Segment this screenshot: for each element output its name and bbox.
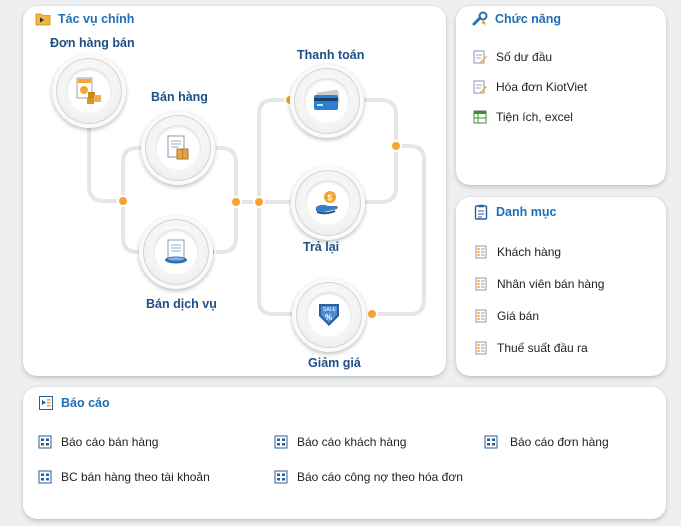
credit-card-icon	[314, 89, 340, 110]
reports-panel	[23, 387, 666, 519]
list-document-icon	[474, 341, 488, 355]
svg-text:%: %	[325, 313, 332, 322]
returns-node[interactable]: $	[291, 166, 365, 240]
connector-dot	[368, 310, 376, 318]
utilities-excel-item[interactable]: Tiện ích, excel	[473, 110, 573, 124]
sales-node[interactable]	[141, 111, 215, 185]
catalog-header: Danh mục	[473, 204, 556, 220]
discount-node[interactable]: SALE %	[292, 278, 366, 352]
service-sale-node[interactable]	[139, 215, 213, 289]
reports-title: Báo cáo	[61, 396, 110, 410]
catalog-title: Danh mục	[496, 205, 557, 219]
connector-dot	[119, 197, 127, 205]
list-document-icon	[474, 309, 488, 323]
kiotviet-invoice-label: Hóa đơn KiotViet	[496, 80, 588, 94]
customer-report-label: Báo cáo khách hàng	[297, 435, 407, 449]
functions-panel	[456, 6, 666, 185]
opening-balance-item[interactable]: Số dư đầu	[473, 50, 552, 64]
list-document-icon	[474, 277, 488, 291]
sales-by-account-report-label: BC bán hàng theo tài khoản	[61, 470, 210, 484]
sales-order-label[interactable]: Đơn hàng bán	[50, 36, 135, 50]
reports-header: Báo cáo	[38, 395, 110, 411]
utilities-excel-label: Tiện ích, excel	[496, 110, 573, 124]
edit-document-icon	[473, 80, 487, 94]
sales-order-node[interactable]	[52, 54, 126, 128]
report-icon	[38, 395, 54, 411]
connector-dot	[232, 198, 240, 206]
order-report-label: Báo cáo đơn hàng	[510, 435, 609, 449]
payment-label[interactable]: Thanh toán	[297, 48, 365, 62]
kiotviet-invoice-item[interactable]: Hóa đơn KiotViet	[473, 80, 587, 94]
report-table-icon	[484, 435, 498, 449]
sales-icon	[167, 135, 189, 160]
catalog-panel	[456, 197, 666, 376]
returns-label[interactable]: Trả lại	[303, 240, 340, 254]
sales-report-item[interactable]: Báo cáo bán hàng	[38, 435, 158, 449]
clipboard-list-icon	[473, 204, 489, 220]
customers-label: Khách hàng	[497, 245, 562, 259]
functions-title: Chức năng	[495, 12, 561, 26]
sales-report-label: Báo cáo bán hàng	[61, 435, 159, 449]
report-table-icon	[38, 470, 52, 484]
main-tasks-title: Tác vụ chính	[58, 12, 135, 26]
customer-report-item[interactable]: Báo cáo khách hàng	[274, 435, 406, 449]
svg-text:SALE: SALE	[323, 307, 336, 313]
svg-text:$: $	[328, 194, 333, 203]
order-report-item[interactable]: Báo cáo đơn hàng	[484, 435, 609, 449]
sales-staff-label: Nhân viên bán hàng	[497, 277, 605, 291]
sales-label[interactable]: Bán hàng	[151, 90, 208, 104]
debt-by-invoice-report-label: Báo cáo công nợ theo hóa đơn	[297, 470, 463, 484]
sales-staff-item[interactable]: Nhân viên bán hàng	[474, 277, 604, 291]
list-document-icon	[474, 245, 488, 259]
spreadsheet-icon	[473, 110, 487, 124]
connector-dot	[255, 198, 263, 206]
output-tax-rate-item[interactable]: Thuế suất đầu ra	[474, 341, 588, 355]
report-table-icon	[274, 470, 288, 484]
sales-order-icon	[76, 77, 101, 104]
customers-item[interactable]: Khách hàng	[474, 245, 561, 259]
discount-tag-icon: SALE %	[319, 304, 339, 326]
folder-arrow-icon	[35, 11, 51, 27]
return-money-icon: $	[316, 191, 338, 215]
selling-price-label: Giá bán	[497, 309, 540, 323]
sales-by-account-report-item[interactable]: BC bán hàng theo tài khoản	[38, 470, 210, 484]
edit-document-icon	[473, 50, 487, 64]
service-sale-label[interactable]: Bán dịch vụ	[146, 297, 217, 311]
main-tasks-header: Tác vụ chính	[35, 11, 134, 27]
opening-balance-label: Số dư đầu	[496, 50, 553, 64]
selling-price-item[interactable]: Giá bán	[474, 309, 539, 323]
debt-by-invoice-report-item[interactable]: Báo cáo công nợ theo hóa đơn	[274, 470, 463, 484]
report-table-icon	[38, 435, 52, 449]
service-sale-icon	[165, 239, 187, 264]
connector-dot	[392, 142, 400, 150]
tools-icon	[472, 11, 488, 27]
output-tax-rate-label: Thuế suất đầu ra	[497, 341, 588, 355]
payment-node[interactable]	[290, 64, 364, 138]
discount-label[interactable]: Giảm giá	[308, 356, 361, 370]
functions-header: Chức năng	[472, 11, 561, 27]
report-table-icon	[274, 435, 288, 449]
